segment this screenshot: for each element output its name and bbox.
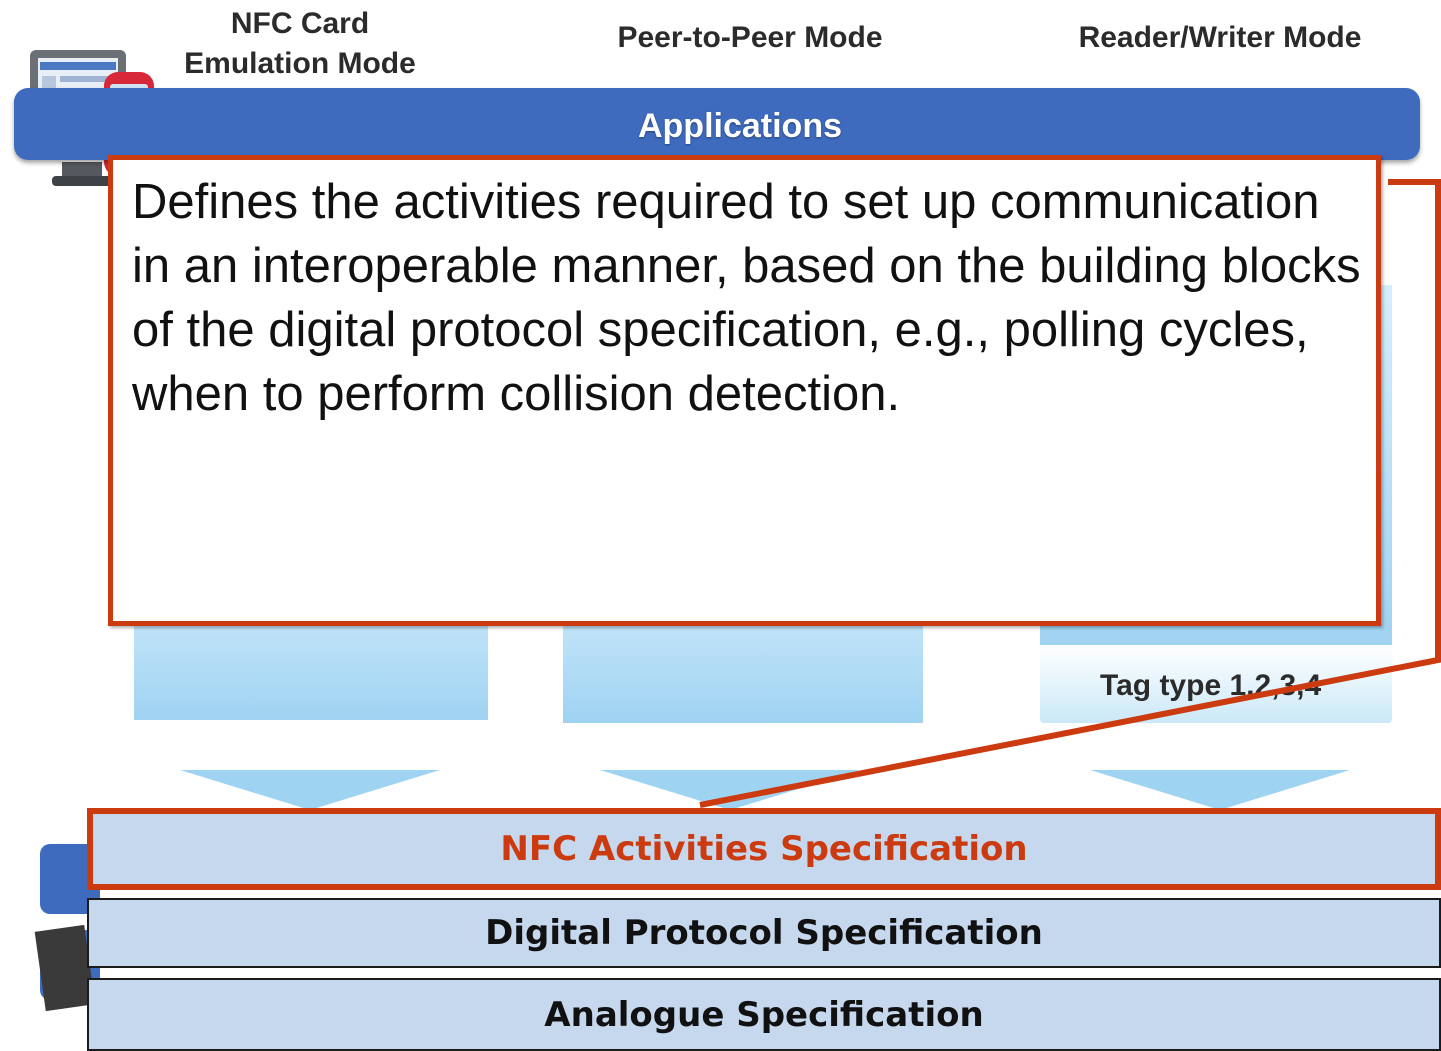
callout-box (108, 155, 1381, 626)
mode-peer-to-peer: Peer-to-Peer Mode (617, 21, 883, 54)
applications-label: Applications (637, 107, 843, 145)
analogue-label: Analogue Specification (544, 994, 984, 1035)
stack-layer-analogue: Analogue Specification (87, 978, 1441, 1051)
activities-label: NFC Activities Specification (500, 829, 1028, 869)
mode-reader-writer: Reader/Writer Mode (1078, 21, 1362, 54)
chip-icon (20, 840, 100, 1020)
callout-text: Defines the activities required to set u… (132, 175, 1361, 421)
digital-label: Digital Protocol Specification (485, 913, 1043, 953)
tag-type-label: Tag type 1,2,3,4 (1100, 669, 1322, 702)
stack-layer-activities: NFC Activities Specification (87, 808, 1441, 890)
applications-bar (14, 88, 1420, 160)
mode-card-emulation: NFC Card Emulation Mode (184, 7, 416, 80)
down-arrow-reader-writer (1090, 770, 1350, 810)
stack-layer-digital: Digital Protocol Specification (87, 898, 1441, 968)
down-arrow-peer-to-peer (600, 770, 860, 810)
tag-type-box (1040, 645, 1392, 723)
callout-connector-line (699, 179, 1441, 808)
down-arrow-card-emulation (180, 770, 440, 810)
